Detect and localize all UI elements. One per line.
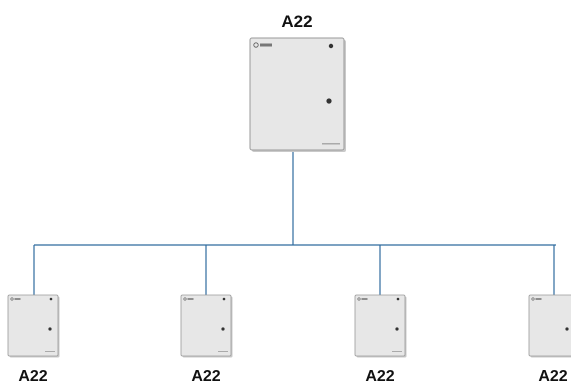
slave-label-1: A22 — [18, 368, 48, 385]
product-tag — [392, 351, 402, 352]
lock-icon — [328, 43, 334, 49]
key-icon — [48, 327, 52, 331]
slave-label-3: A22 — [365, 368, 395, 385]
slave-panel-3 — [354, 294, 407, 358]
lock-icon — [222, 297, 226, 301]
brand-logo — [10, 297, 21, 301]
brand-logo — [357, 297, 368, 301]
slave-label-2: A22 — [191, 368, 221, 385]
key-icon — [565, 327, 569, 331]
connection-lines — [33, 151, 556, 295]
brand-logo — [531, 297, 542, 301]
slave-panel-1 — [7, 294, 60, 358]
slave-panel-4 — [528, 294, 571, 358]
key-icon — [326, 98, 332, 104]
slave-label-4: A22 — [538, 368, 568, 385]
slave-panel-2 — [180, 294, 233, 358]
product-tag — [322, 143, 340, 145]
lock-icon — [49, 297, 53, 301]
master-label: A22 — [281, 12, 313, 31]
brand-logo — [183, 297, 194, 301]
key-icon — [395, 327, 399, 331]
brand-logo — [253, 42, 272, 48]
master-panel — [249, 37, 346, 152]
product-tag — [45, 351, 55, 352]
key-icon — [221, 327, 225, 331]
lock-icon — [396, 297, 400, 301]
product-tag — [218, 351, 228, 352]
